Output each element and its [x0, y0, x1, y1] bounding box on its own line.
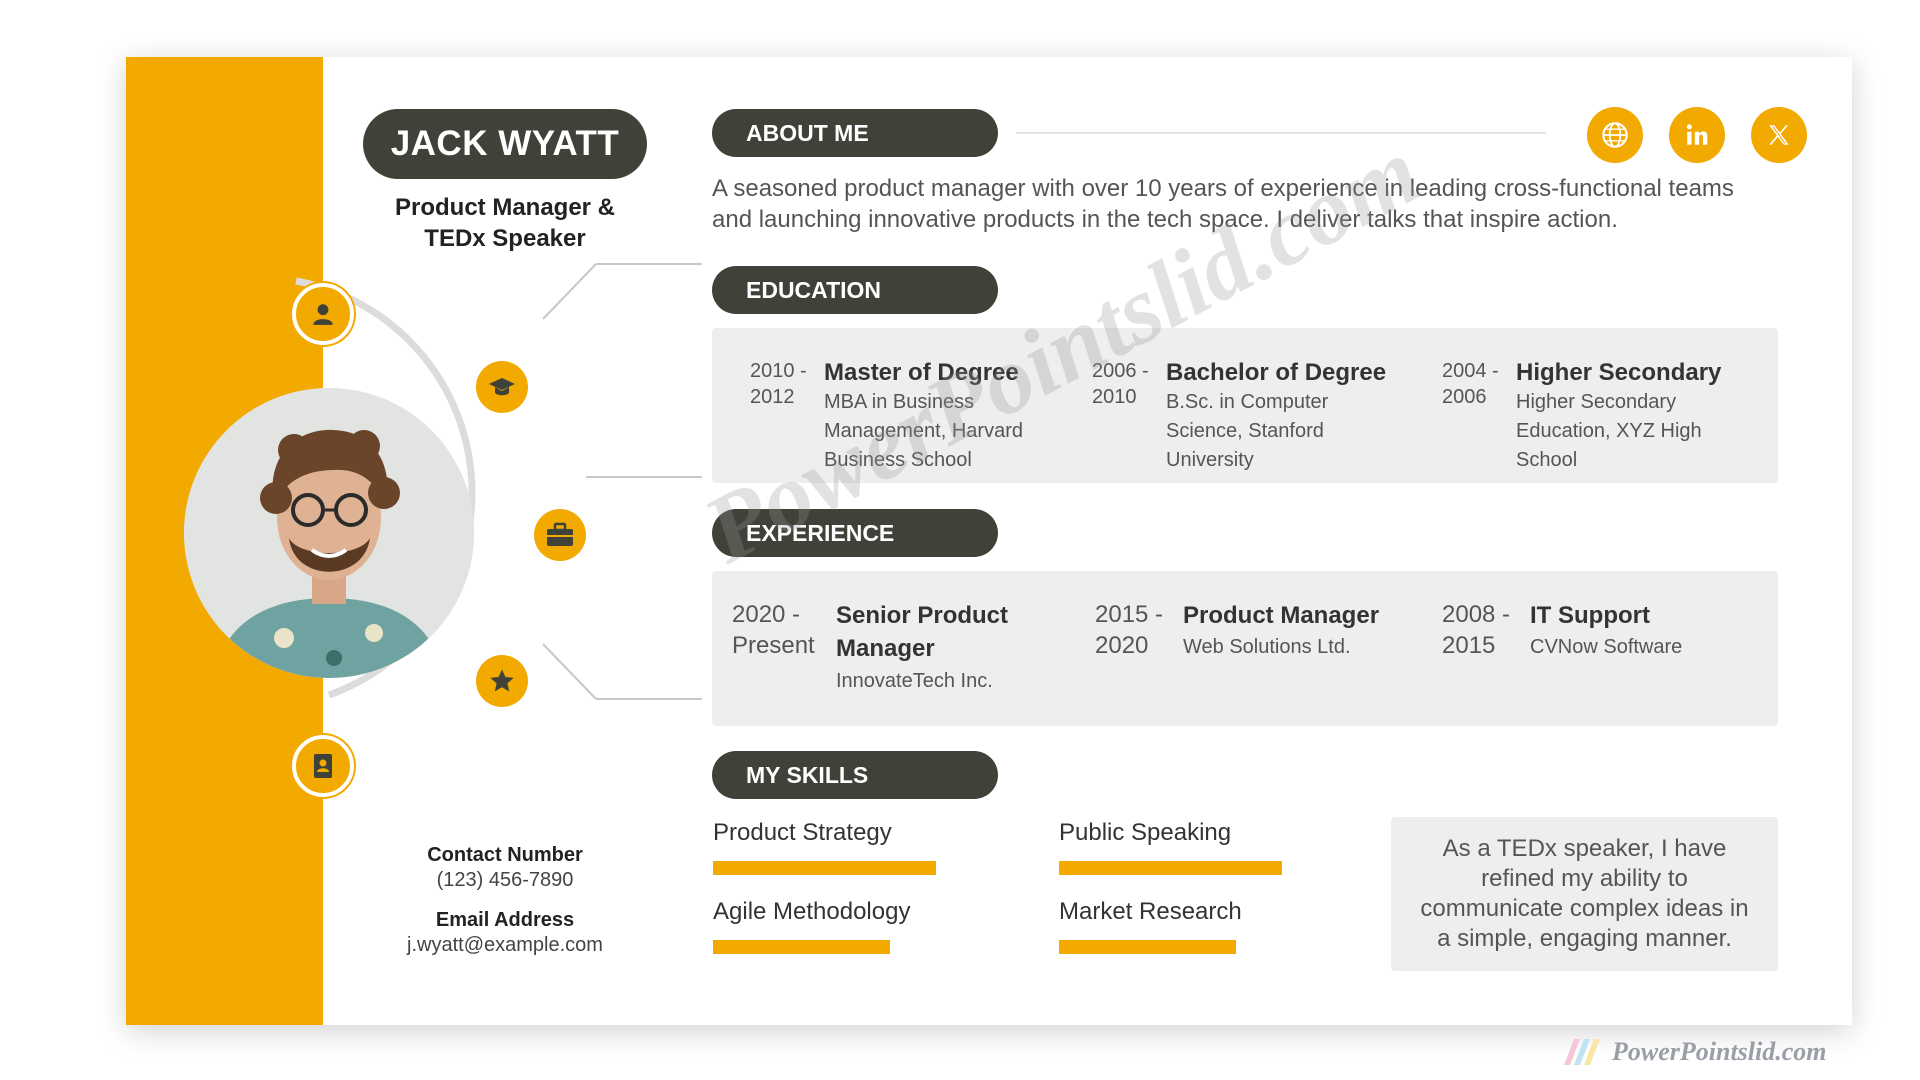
job-title-line-2: TEDx Speaker [424, 225, 586, 252]
experience-company: Web Solutions Ltd. [1183, 636, 1351, 658]
skill-label: Market Research [1059, 898, 1242, 925]
skill-level-bar [1059, 861, 1282, 875]
skill-item: Public Speaking [1059, 819, 1282, 875]
skill-level-bar [1059, 940, 1236, 954]
skill-item: Product Strategy [713, 819, 936, 875]
x-twitter-link[interactable] [1751, 107, 1807, 163]
about-me-heading-text: ABOUT ME [746, 119, 869, 146]
contact-number-block: Contact Number (123) 456-7890 [363, 844, 647, 892]
person-icon [313, 304, 333, 325]
about-me-heading: ABOUT ME [712, 109, 998, 157]
name-badge: JACK WYATT [363, 109, 647, 179]
skill-level-bar [713, 861, 936, 875]
experience-title: Product Manager [1183, 602, 1380, 629]
briefcase-icon-node [534, 509, 586, 561]
email-label: Email Address [435, 909, 575, 931]
email-value: j.wyatt@example.com [407, 934, 603, 956]
briefcase-icon [547, 522, 573, 546]
job-title: Product Manager & TEDx Speaker [363, 192, 647, 254]
about-divider [1016, 132, 1546, 134]
education-description: MBA in Business Management, Harvard Busi… [824, 391, 1023, 471]
profile-photo-illustration [184, 388, 474, 678]
experience-heading: EXPERIENCE [712, 509, 998, 557]
contact-number-value: (123) 456-7890 [436, 869, 574, 891]
job-title-line-1: Product Manager & [394, 194, 616, 221]
email-block: Email Address j.wyatt@example.com [363, 909, 647, 957]
experience-years: 2020 -Present [732, 601, 815, 659]
graduation-cap-icon [489, 378, 515, 396]
education-degree: Bachelor of Degree [1166, 359, 1387, 386]
education-years: 2006 -2010 [1092, 360, 1149, 408]
experience-years: 2015 -2020 [1095, 601, 1164, 659]
star-icon-node [476, 655, 528, 707]
experience-heading-text: EXPERIENCE [746, 519, 895, 546]
experience-title: Senior Product Manager [836, 602, 1009, 662]
logo-icon [1564, 1039, 1600, 1065]
experience-years: 2008 -2015 [1442, 601, 1511, 659]
person-name: JACK WYATT [390, 124, 620, 163]
globe-icon [1602, 122, 1628, 148]
graduation-cap-icon-node [476, 361, 528, 413]
education-degree: Higher Secondary [1516, 359, 1722, 386]
skill-level-bar [713, 940, 890, 954]
education-panel: 2010 -2012 Master of Degree MBA in Busin… [712, 328, 1778, 483]
profile-photo [184, 388, 474, 678]
footer-logo: PowerPointslid.com [1560, 1035, 1827, 1069]
education-description: Higher Secondary Education, XYZ High Sch… [1516, 391, 1702, 471]
skills-heading-text: MY SKILLS [746, 761, 869, 788]
skill-label: Agile Methodology [713, 898, 911, 925]
contact-book-icon [314, 754, 332, 778]
contact-number-label: Contact Number [427, 844, 583, 866]
experience-title: IT Support [1530, 602, 1650, 629]
website-link[interactable] [1587, 107, 1643, 163]
education-years: 2004 -2006 [1442, 360, 1499, 408]
skill-label: Public Speaking [1059, 819, 1232, 846]
education-degree: Master of Degree [824, 359, 1019, 386]
experience-company: CVNow Software [1530, 636, 1683, 658]
x-twitter-icon [1769, 125, 1789, 145]
skills-note: As a TEDx speaker, I have refined my abi… [1391, 817, 1778, 971]
linkedin-icon [1686, 124, 1708, 145]
skill-item: Market Research [1059, 898, 1242, 954]
footer-logo-text: PowerPointslid.com [1612, 1037, 1827, 1066]
education-description: B.Sc. in Computer Science, Stanford Univ… [1166, 391, 1329, 471]
linkedin-link[interactable] [1669, 107, 1725, 163]
resume-card: JACK WYATT Product Manager & TEDx Speake… [126, 57, 1852, 1025]
education-heading: EDUCATION [712, 266, 998, 314]
about-me-text: A seasoned product manager with over 10 … [712, 175, 1734, 233]
star-icon [490, 669, 514, 692]
skill-label: Product Strategy [713, 819, 892, 846]
education-years: 2010 -2012 [750, 360, 807, 408]
skills-heading: MY SKILLS [712, 751, 998, 799]
skill-item: Agile Methodology [713, 898, 910, 954]
person-icon-node [292, 283, 354, 345]
experience-company: InnovateTech Inc. [836, 670, 993, 692]
experience-panel: 2020 -Present Senior Product Manager Inn… [712, 571, 1778, 726]
contact-book-icon-node [292, 735, 354, 797]
education-heading-text: EDUCATION [746, 276, 882, 303]
